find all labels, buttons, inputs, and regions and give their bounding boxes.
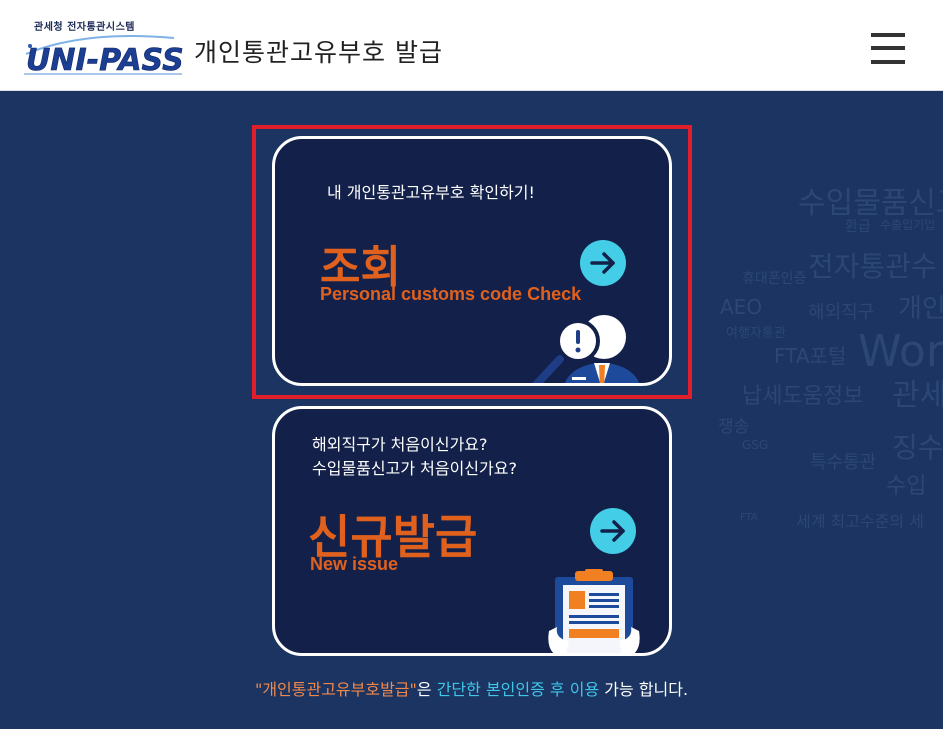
- magnifier-person-icon: [532, 315, 639, 383]
- check-subtitle: 내 개인통관고유부호 확인하기!: [327, 183, 535, 202]
- bg-word: Wor: [858, 326, 943, 377]
- bg-word: 수입: [886, 474, 927, 499]
- new-title-en: New issue: [310, 554, 399, 574]
- bg-word: FTA포털: [774, 344, 847, 368]
- new-subtitle-line2: 수입물품신고가 처음이신가요?: [312, 459, 517, 478]
- new-subtitle: 해외직구가 처음이신가요? 수입물품신고가 처음이신가요?: [312, 433, 517, 481]
- bg-word: 징수: [892, 431, 943, 464]
- footer-highlight-auth: 간단한 본인인증 후 이용: [436, 680, 600, 699]
- bg-word: 쟁송: [718, 417, 750, 437]
- bg-word: 해외직구: [808, 302, 875, 323]
- footer-text: 은: [416, 680, 437, 699]
- bg-word: 관세: [892, 378, 943, 413]
- bg-word: FTA: [740, 512, 758, 523]
- new-title: 신규발급: [308, 510, 478, 564]
- unipass-logo-mark: UNI-PASS: [24, 35, 184, 76]
- bg-word: 납세도움정보: [742, 384, 864, 409]
- new-issue-card[interactable]: 해외직구가 처음이신가요? 수입물품신고가 처음이신가요? 신규발급 New i…: [272, 406, 672, 656]
- bg-word: 개인: [898, 294, 943, 324]
- footer-text-end: 가능 합니다.: [599, 680, 689, 699]
- check-title-en: Personal customs code Check: [320, 284, 582, 304]
- background-word-cloud: 수입물품신고 환급 수출입기업 휴대폰인증 전자통관수 AEO 해외직구 개인 …: [700, 150, 943, 550]
- new-subtitle-line1: 해외직구가 처음이신가요?: [312, 435, 488, 454]
- bg-word: 환급: [845, 219, 871, 235]
- arrow-right-icon[interactable]: [580, 240, 626, 286]
- bg-word: GSG: [742, 438, 769, 452]
- bg-word: 전자통관수: [808, 250, 937, 283]
- bg-word: 특수통관: [810, 452, 877, 473]
- svg-text:UNI-PASS: UNI-PASS: [26, 43, 184, 76]
- footer-note: "개인통관고유부호발급"은 간단한 본인인증 후 이용 가능 합니다.: [0, 676, 943, 700]
- footer-highlight-service: "개인통관고유부호발급": [254, 680, 417, 699]
- arrow-right-icon[interactable]: [590, 508, 636, 554]
- hamburger-menu-icon[interactable]: [871, 33, 905, 65]
- check-card[interactable]: 내 개인통관고유부호 확인하기! 조회 Personal customs cod…: [272, 136, 672, 386]
- header: 관세청 전자통관시스템 UNI-PASS 개인통관고유부호 발급: [0, 0, 943, 91]
- highlight-frame: [252, 125, 692, 399]
- bg-word: 수출입기업: [880, 218, 936, 232]
- bg-word: 휴대폰인증: [742, 271, 807, 287]
- bg-word: AEO: [720, 295, 763, 319]
- logo-caption: 관세청 전자통관시스템: [34, 22, 135, 33]
- bg-word: 세계 최고수준의 세: [796, 512, 924, 531]
- bg-word: 여행자통관: [726, 326, 786, 341]
- page-title: 개인통관고유부호 발급: [194, 38, 443, 67]
- check-title: 조회: [320, 242, 401, 293]
- bg-word: 수입물품신고: [798, 186, 943, 221]
- clipboard-document-icon: [548, 569, 640, 653]
- unipass-logo[interactable]: 관세청 전자통관시스템 UNI-PASS: [24, 18, 186, 76]
